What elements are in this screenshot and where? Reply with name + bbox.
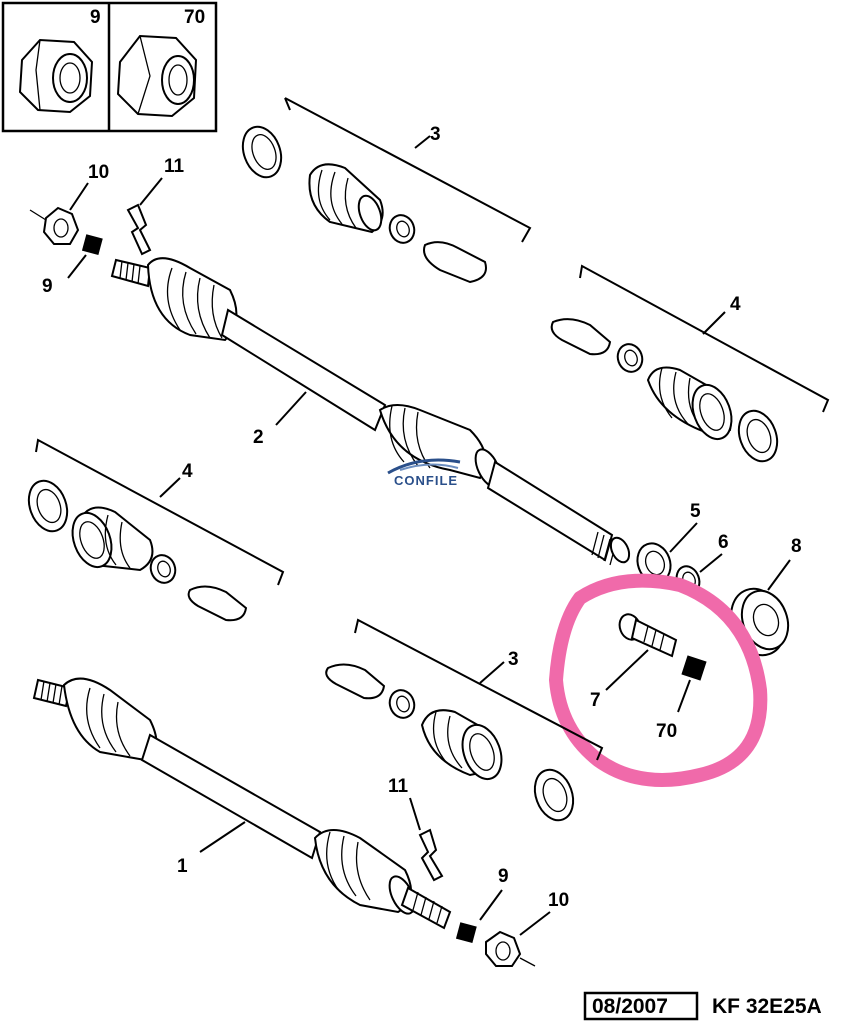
label-clip-lower: 11: [388, 776, 409, 797]
upper-end-parts: 10 11 9: [29, 156, 185, 297]
footer-reference: KF 32E25A: [712, 995, 822, 1018]
label-shaft-upper: 2: [253, 427, 264, 448]
label-shaft-lower: 1: [177, 856, 188, 877]
footer: 08/2007 KF 32E25A: [583, 991, 822, 1021]
clip-lower-icon: [418, 828, 444, 882]
label-bolt-7: 7: [590, 690, 601, 711]
label-nut-lower: 10: [548, 890, 569, 911]
inset-nut-70-icon: [116, 34, 198, 118]
label-clip-upper: 11: [164, 156, 185, 177]
label-boot-kit-right: 4: [730, 294, 741, 315]
inset-label-70: 70: [184, 7, 205, 28]
castle-nut-lower-icon: [485, 930, 536, 967]
inset-nut-9-icon: [18, 38, 94, 114]
nut-70-icon: [681, 655, 707, 681]
drive-shaft-1: 1: [32, 677, 452, 930]
label-boot-kit-upper: 3: [430, 124, 441, 145]
confile-watermark: CONFILE: [387, 458, 461, 488]
label-boot-kit-left: 4: [182, 461, 193, 482]
boot-kit-upper: 3: [241, 97, 532, 284]
label-nut-upper: 10: [88, 162, 109, 183]
clip-upper-icon: [126, 203, 152, 256]
footer-date: 08/2007: [592, 995, 668, 1018]
label-ring-6: 6: [718, 532, 729, 553]
inset-panel: 9 70: [1, 1, 218, 133]
spacer-upper-icon: [81, 234, 103, 256]
bolt-and-nut: 7 70: [590, 613, 707, 742]
highlight-circle: [549, 573, 768, 787]
spacer-lower-icon: [455, 922, 477, 944]
boot-kit-lower: 3: [325, 618, 604, 822]
boot-kit-left: 4: [27, 438, 285, 622]
label-bearing-8: 8: [791, 536, 802, 557]
label-boot-kit-lower: 3: [508, 649, 519, 670]
label-spacer-upper: 9: [42, 276, 53, 297]
inset-label-9: 9: [90, 7, 101, 28]
label-nut-70: 70: [656, 721, 677, 742]
bolt-7-icon: [618, 613, 678, 658]
watermark-text: CONFILE: [394, 473, 458, 488]
boot-kit-right: 4: [550, 264, 830, 463]
label-seal-5: 5: [690, 501, 701, 522]
label-spacer-lower: 9: [498, 866, 509, 887]
drive-shaft-2: 2: [110, 257, 631, 566]
castle-nut-upper-icon: [29, 206, 80, 245]
lower-end-parts: 11 9 10: [388, 776, 569, 967]
